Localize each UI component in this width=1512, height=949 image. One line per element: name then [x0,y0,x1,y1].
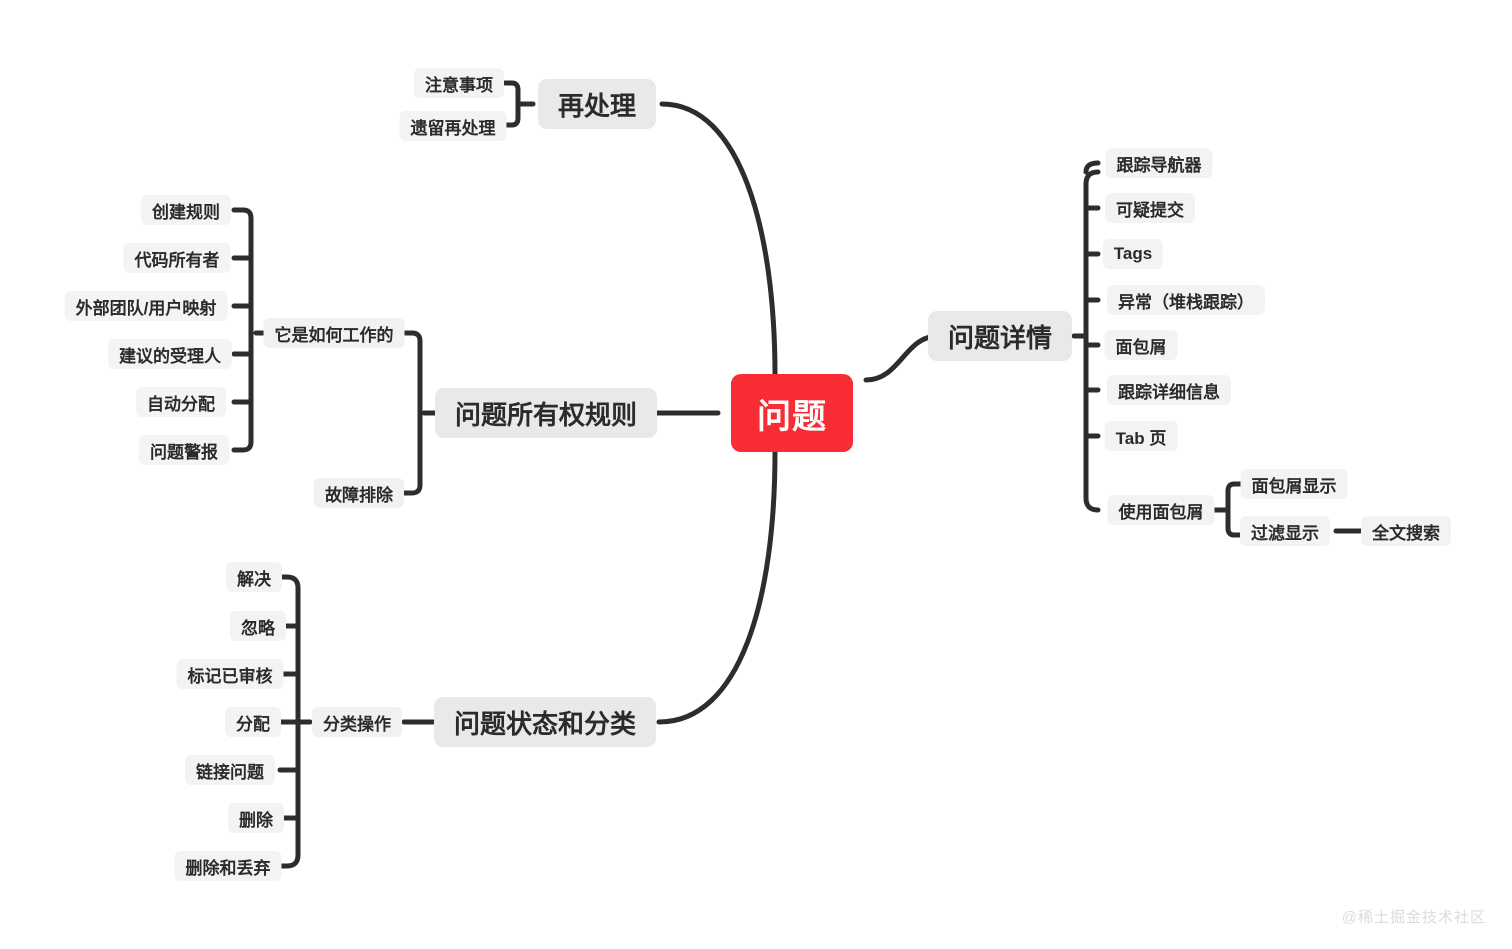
branch-label-reprocess: 再处理 [557,90,637,121]
sub-node-troubleshooting[interactable]: 故障排除 [314,478,404,508]
branch-node-issue-detail[interactable]: 问题详情 [927,311,1073,361]
leaf-label-ignore: 忽略 [241,618,275,638]
leaf-node-code-owner[interactable]: 代码所有者 [123,243,231,273]
root-node-label: 问题 [757,397,827,436]
leaf-label-fulltext-search: 全文搜索 [1372,523,1440,543]
branch-node-reprocess[interactable]: 再处理 [537,79,657,129]
sub-node-category-actions[interactable]: 分类操作 [312,707,402,737]
leaf-node-external-team-mapping[interactable]: 外部团队/用户映射 [64,291,228,321]
leaf-node-auto-assign[interactable]: 自动分配 [136,387,226,417]
edge-detail-b0 [1083,160,1101,175]
leaf-label-use-breadcrumb: 使用面包屑 [1118,502,1204,522]
leaf-label-create-rule: 创建规则 [152,202,220,222]
sub-node-how-it-works[interactable]: 它是如何工作的 [263,318,405,348]
leaf-label-code-owner: 代码所有者 [134,250,220,270]
leaf-label-auto-assign: 自动分配 [147,394,215,414]
sub-label-how-it-works: 它是如何工作的 [274,325,394,345]
root-node-issue[interactable]: 问题 [731,374,853,452]
leaf-label-tab-page: Tab 页 [1115,428,1167,448]
leaf-node-use-breadcrumb[interactable]: 使用面包屑 [1107,495,1215,525]
leaf-label-delete: 删除 [239,810,273,830]
leaf-label-exception-stacktrace: 异常（堆栈跟踪） [1118,292,1254,312]
branch-label-ownership-rules: 问题所有权规则 [454,399,638,430]
leaf-node-trace-details[interactable]: 跟踪详细信息 [1107,375,1231,405]
leaf-node-assign[interactable]: 分配 [225,707,281,737]
leaf-node-delete[interactable]: 删除 [228,803,284,833]
edge-root-status [656,449,778,725]
leaf-node-delete-and-discard[interactable]: 删除和丢弃 [174,851,282,881]
leaf-label-breadcrumb: 面包屑 [1115,337,1167,357]
leaf-label-trace-details: 跟踪详细信息 [1118,382,1220,402]
edge-reprocess-bracket [502,80,521,128]
leaf-label-filter-display: 过滤显示 [1251,523,1319,543]
leaf-label-delete-and-discard: 删除和丢弃 [185,858,271,878]
leaf-label-trace-navigator: 跟踪导航器 [1116,155,1202,175]
edge-howitworks-bracket [231,207,254,453]
sub-label-troubleshooting: 故障排除 [325,485,393,505]
leaf-node-tags[interactable]: Tags [1102,239,1164,269]
watermark: @稀土掘金技术社区 [1341,909,1486,926]
branch-node-status-category[interactable]: 问题状态和分类 [433,697,657,747]
leaf-label-breadcrumb-display: 面包屑显示 [1251,476,1337,496]
leaf-node-breadcrumb-display[interactable]: 面包屑显示 [1240,469,1348,499]
edge-detail-spine [1083,169,1101,513]
branch-label-status-category: 问题状态和分类 [453,708,637,739]
leaf-node-ignore[interactable]: 忽略 [230,611,286,641]
leaf-label-mark-reviewed: 标记已审核 [187,666,273,686]
leaf-node-issue-alert[interactable]: 问题警报 [139,435,229,465]
leaf-node-suggested-assignee[interactable]: 建议的受理人 [108,339,232,369]
leaf-node-suspect-commit[interactable]: 可疑提交 [1105,193,1195,223]
leaf-label-notes: 注意事项 [425,75,493,95]
leaf-node-create-rule[interactable]: 创建规则 [141,195,231,225]
leaf-node-filter-display[interactable]: 过滤显示 [1240,516,1330,546]
leaf-label-assign: 分配 [236,714,270,734]
leaf-label-external-team-mapping: 外部团队/用户映射 [75,298,217,318]
branch-node-ownership-rules[interactable]: 问题所有权规则 [434,388,658,438]
branch-label-issue-detail: 问题详情 [947,322,1053,353]
leaf-node-breadcrumb[interactable]: 面包屑 [1104,330,1178,360]
leaf-node-trace-navigator[interactable]: 跟踪导航器 [1105,148,1213,178]
leaf-node-legacy-reprocess[interactable]: 遗留再处理 [399,111,507,141]
leaf-node-exception-stacktrace[interactable]: 异常（堆栈跟踪） [1107,285,1265,315]
leaf-node-link-issue[interactable]: 链接问题 [185,755,275,785]
edge-root-reprocess [659,101,778,378]
leaf-node-mark-reviewed[interactable]: 标记已审核 [176,659,284,689]
leaf-label-issue-alert: 问题警报 [150,442,218,462]
leaf-label-tags: Tags [1113,244,1153,263]
leaf-node-tab-page[interactable]: Tab 页 [1104,421,1178,451]
edge-ownership-bracket [400,330,423,496]
leaf-node-fulltext-search[interactable]: 全文搜索 [1361,516,1451,546]
sub-label-category-actions: 分类操作 [323,714,391,734]
leaf-label-suggested-assignee: 建议的受理人 [119,346,221,366]
leaf-label-link-issue: 链接问题 [196,762,264,782]
leaf-label-legacy-reprocess: 遗留再处理 [410,118,496,138]
leaf-node-notes[interactable]: 注意事项 [414,68,504,98]
leaf-label-suspect-commit: 可疑提交 [1116,200,1184,220]
leaf-node-resolve[interactable]: 解决 [226,562,282,592]
leaf-label-resolve: 解决 [237,569,271,589]
